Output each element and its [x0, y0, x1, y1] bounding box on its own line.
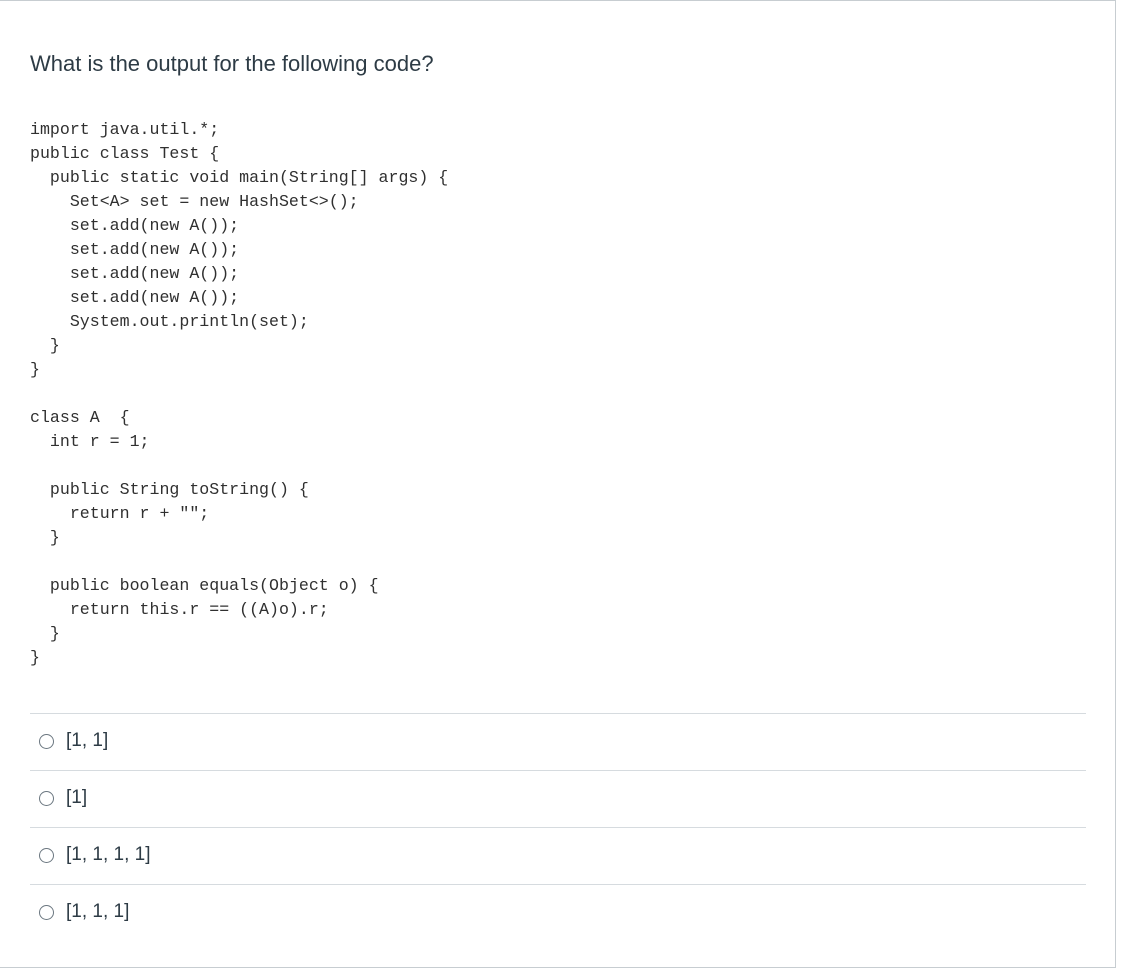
- code-line: set.add(new A());: [30, 264, 240, 283]
- answer-option-1[interactable]: [1, 1]: [30, 713, 1086, 770]
- code-line: return this.r == ((A)o).r;: [30, 600, 329, 619]
- code-line: set.add(new A());: [30, 288, 240, 307]
- code-line: System.out.println(set);: [30, 312, 309, 331]
- answer-option-2[interactable]: [1]: [30, 770, 1086, 827]
- code-line: int r = 1;: [30, 432, 150, 451]
- question-text: What is the output for the following cod…: [30, 51, 434, 76]
- code-line: class A {: [30, 408, 130, 427]
- radio-button-icon[interactable]: [39, 791, 54, 806]
- code-line: public static void main(String[] args) {: [30, 168, 449, 187]
- code-line: public boolean equals(Object o) {: [30, 576, 379, 595]
- answer-list: [1, 1] [1] [1, 1, 1, 1] [1, 1, 1]: [30, 713, 1086, 941]
- code-line: public String toString() {: [30, 480, 309, 499]
- code-line: set.add(new A());: [30, 240, 240, 259]
- code-line: }: [30, 624, 60, 643]
- answer-label[interactable]: [1, 1]: [66, 730, 109, 751]
- code-line: [30, 550, 448, 574]
- radio-button-icon[interactable]: [39, 848, 54, 863]
- code-line: import java.util.*;: [30, 120, 220, 139]
- code-line: }: [30, 360, 40, 379]
- radio-button-icon[interactable]: [39, 905, 54, 920]
- answer-label[interactable]: [1]: [66, 787, 88, 808]
- code-line: }: [30, 336, 60, 355]
- code-line: Set<A> set = new HashSet<>();: [30, 192, 359, 211]
- answer-label[interactable]: [1, 1, 1]: [66, 901, 130, 922]
- code-line: [30, 454, 448, 478]
- code-line: public class Test {: [30, 144, 220, 163]
- question-panel: What is the output for the following cod…: [0, 0, 1116, 968]
- code-line: set.add(new A());: [30, 216, 240, 235]
- radio-button-icon[interactable]: [39, 734, 54, 749]
- code-line: }: [30, 648, 40, 667]
- answer-label[interactable]: [1, 1, 1, 1]: [66, 844, 151, 865]
- code-snippet: import java.util.*; public class Test { …: [30, 118, 448, 670]
- code-line: }: [30, 528, 60, 547]
- code-line: [30, 382, 448, 406]
- code-line: return r + "";: [30, 504, 210, 523]
- answer-option-3[interactable]: [1, 1, 1, 1]: [30, 827, 1086, 884]
- answer-option-4[interactable]: [1, 1, 1]: [30, 884, 1086, 941]
